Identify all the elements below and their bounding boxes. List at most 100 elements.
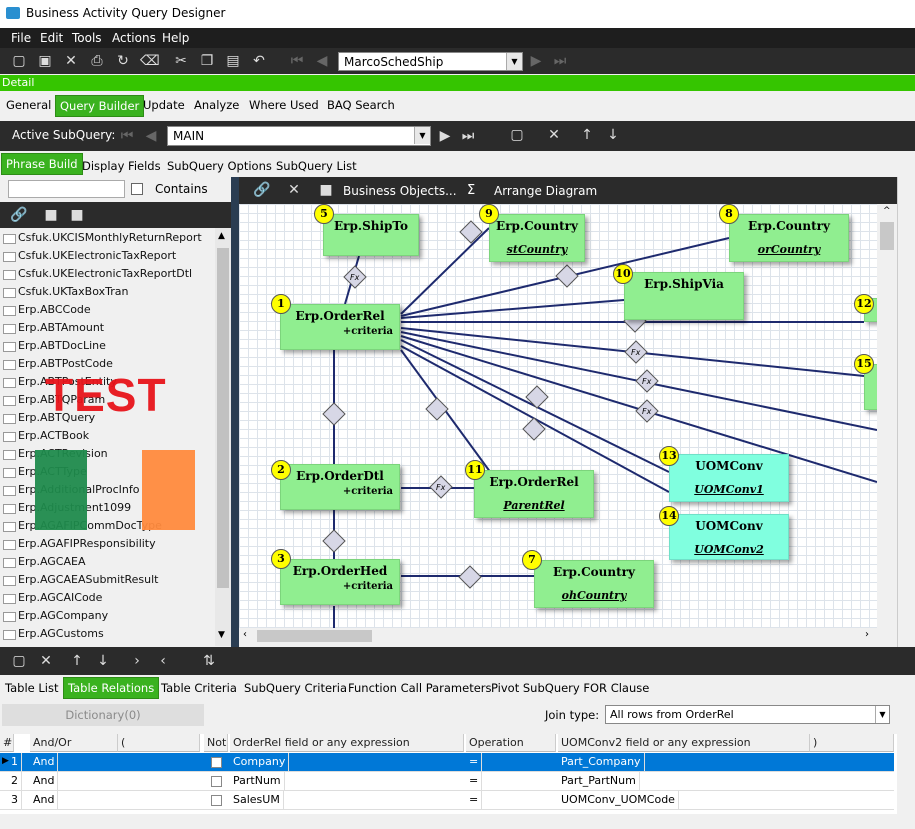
delete-icon[interactable]: ✕ (65, 53, 77, 69)
join-diamond[interactable] (522, 417, 546, 441)
diagram-vertical-scrollbar[interactable]: ^ (877, 204, 897, 644)
node-criteria-link[interactable]: +criteria (342, 326, 393, 337)
scrollbar-thumb[interactable] (880, 222, 894, 250)
grid-column-header[interactable]: ( (118, 734, 200, 752)
menu-file[interactable]: File (11, 31, 32, 45)
fx-join-diamond[interactable]: Fx (635, 369, 659, 393)
print-icon[interactable]: ⎙ (91, 53, 103, 69)
fx-join-diamond[interactable]: Fx (624, 340, 648, 364)
chevron-down-icon[interactable]: ▼ (875, 706, 889, 723)
grid-cell-value[interactable]: UOMConv_UOMCode (558, 791, 679, 810)
copy-icon[interactable]: ❐ (200, 53, 214, 69)
table-list-item[interactable]: Erp.AGCompany (0, 607, 215, 625)
delete-subquery-icon[interactable]: ✕ (548, 127, 560, 143)
grid-column-header[interactable]: UOMConv2 field or any expression (558, 734, 810, 752)
arrange-diagram-button[interactable]: Arrange Diagram (494, 184, 598, 198)
relation-line[interactable] (400, 349, 500, 485)
table-search-input[interactable] (8, 180, 125, 198)
menu-edit[interactable]: Edit (40, 31, 64, 45)
next-subquery-icon[interactable]: ▶ (439, 128, 451, 144)
first-subquery-icon[interactable]: ⏮ (120, 128, 134, 144)
grid-cell-field[interactable]: PartNum (230, 772, 285, 791)
diagram-table-node[interactable]: Erp.ShipVia (624, 272, 744, 320)
table-list-item[interactable]: Erp.ABCCode (0, 301, 215, 319)
grid-cell-value[interactable]: Part_Company (558, 753, 645, 772)
tab-pivot-subquery-for-clause[interactable]: Pivot SubQuery FOR Clause (491, 681, 650, 695)
tab-table-criteria[interactable]: Table Criteria (161, 681, 237, 695)
contains-checkbox[interactable] (131, 183, 143, 195)
paste-icon[interactable]: ▤ (226, 53, 240, 69)
join-diamond[interactable] (322, 402, 346, 426)
join-diamond[interactable] (458, 565, 482, 589)
relation-line[interactable] (400, 299, 625, 319)
table-list-item[interactable]: Csfuk.UKElectronicTaxReport (0, 247, 215, 265)
tab-update[interactable]: Update (143, 98, 185, 112)
save-icon[interactable]: ▣ (38, 53, 52, 69)
chevron-down-icon[interactable]: ▼ (506, 53, 522, 70)
pane-splitter[interactable] (231, 177, 239, 647)
cut-icon[interactable]: ✂ (175, 53, 187, 69)
scrollbar-thumb[interactable] (257, 630, 372, 642)
grid-cell-andor[interactable]: And (30, 772, 59, 791)
table-list-item[interactable]: Erp.AGCAEA (0, 553, 215, 571)
tab-subquery-list[interactable]: SubQuery List (276, 159, 357, 173)
diagram-table-node[interactable]: Erp.OrderHed+criteria (280, 559, 400, 605)
join-diamond[interactable] (525, 385, 549, 409)
refresh-icon[interactable]: ↻ (117, 53, 129, 69)
first-record-icon[interactable]: ⏮ (290, 53, 304, 69)
previous-subquery-icon[interactable]: ◀ (145, 128, 157, 144)
grid-cell-value[interactable]: Part_PartNum (558, 772, 640, 791)
table-list-item[interactable]: Csfuk.UKTaxBoxTran (0, 283, 215, 301)
last-subquery-icon[interactable]: ⏭ (461, 128, 475, 144)
business-object-icon[interactable]: ■ (319, 182, 333, 198)
node-criteria-link[interactable]: +criteria (342, 581, 393, 592)
diagram-table-node[interactable]: Erp.OrderRel+criteria (280, 304, 400, 350)
fx-join-diamond[interactable]: Fx (635, 399, 659, 423)
grid-column-header[interactable]: # (0, 734, 14, 752)
sigma-icon[interactable]: Σ (467, 183, 476, 198)
grid-cell-n[interactable]: 2 (8, 772, 22, 791)
sort-icon[interactable]: ⇅ (203, 653, 215, 669)
grid-cell-op[interactable]: = (466, 772, 483, 791)
dictionary-button[interactable]: Dictionary(0) (2, 704, 204, 726)
table-list-item[interactable]: Erp.ABTDocLine (0, 337, 215, 355)
move-up-icon[interactable]: ↑ (71, 653, 83, 669)
grid-column-header[interactable]: And/Or (30, 734, 118, 752)
table-list-item[interactable]: Erp.AGCustoms (0, 625, 215, 643)
tab-query-builder[interactable]: Query Builder (55, 95, 145, 117)
table-list-item[interactable]: Erp.AGCAICode (0, 589, 215, 607)
table-list-item[interactable]: Csfuk.UKElectronicTaxReportDtl (0, 265, 215, 283)
not-checkbox[interactable] (211, 795, 222, 806)
menu-actions[interactable]: Actions (112, 31, 156, 45)
expand-icon[interactable]: › (134, 653, 140, 669)
scroll-left-icon[interactable]: ‹ (243, 629, 247, 640)
grid-column-header[interactable]: Operation (466, 734, 556, 752)
scroll-up-icon[interactable]: ^ (883, 206, 891, 216)
table-list-item[interactable]: Erp.ABTQuery (0, 409, 215, 427)
fx-join-diamond[interactable]: Fx (429, 475, 453, 499)
new-subquery-icon[interactable]: ▢ (510, 127, 524, 143)
tab-where-used[interactable]: Where Used (249, 98, 319, 112)
query-id-combo[interactable]: MarcoSchedShip ▼ (338, 52, 523, 71)
clear-icon[interactable]: ⌫ (140, 53, 160, 69)
join-diamond[interactable] (322, 529, 346, 553)
join-diamond[interactable] (555, 264, 579, 288)
table-icon[interactable]: ■ (44, 207, 58, 223)
subquery-combo[interactable]: MAIN ▼ (167, 126, 431, 146)
grid-column-header[interactable]: OrderRel field or any expression (230, 734, 464, 752)
join-diamond[interactable] (459, 220, 483, 244)
scrollbar-thumb[interactable] (217, 248, 229, 588)
tab-display-fields[interactable]: Display Fields (82, 159, 161, 173)
table-list-item[interactable]: Erp.ABTAmount (0, 319, 215, 337)
last-record-icon[interactable]: ⏭ (553, 53, 567, 69)
tab-table-list[interactable]: Table List (5, 681, 59, 695)
grid-cell-n[interactable]: 1 (8, 753, 22, 772)
delete-relation-icon[interactable]: ✕ (40, 653, 52, 669)
